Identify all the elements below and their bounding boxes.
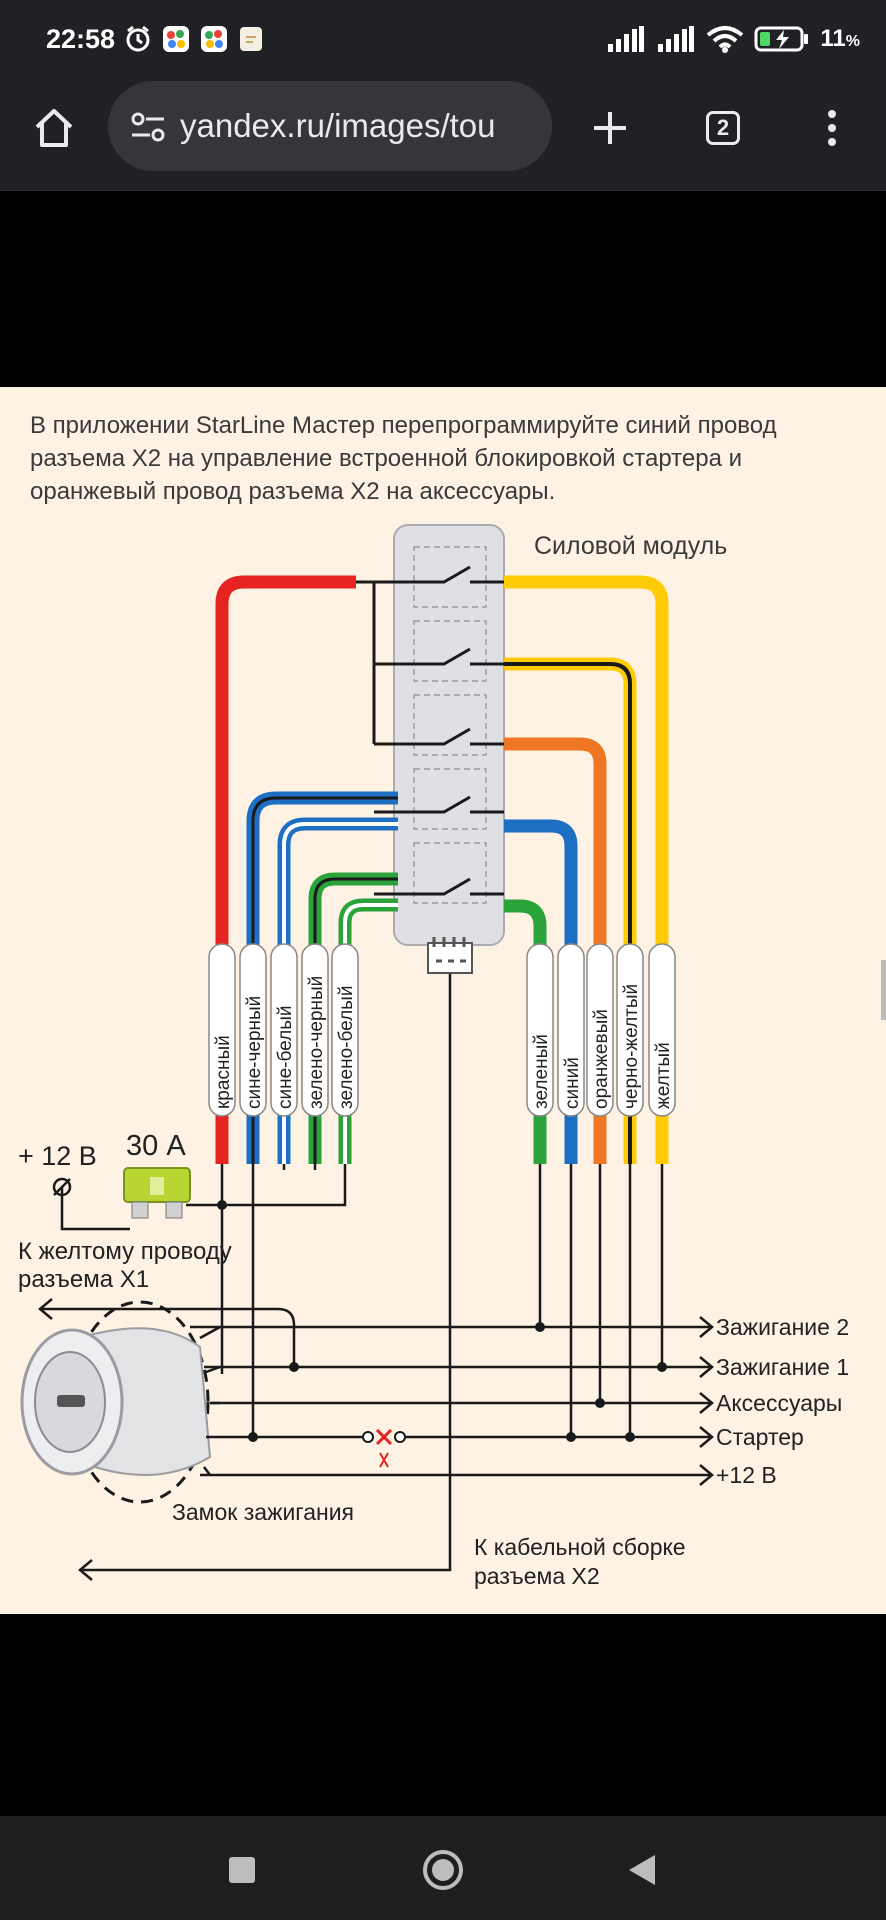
status-bar: 22:58 (0, 0, 886, 78)
green-wire (504, 899, 547, 1164)
app-icon (201, 26, 227, 52)
status-notification-icons (124, 22, 264, 56)
home-circle-icon (423, 1850, 463, 1890)
image-viewer-background-bottom (0, 1614, 886, 1816)
output-ignition-2: Зажигание 2 (716, 1314, 849, 1340)
yellow-wire (504, 575, 669, 1164)
tab-switcher-button[interactable]: 2 (695, 100, 751, 156)
fuse-label: 30 А (126, 1130, 186, 1162)
fuse-icon (123, 1167, 191, 1219)
home-icon (35, 109, 73, 147)
blue-wire (504, 819, 578, 1164)
power-module-box (393, 524, 505, 946)
new-tab-button[interactable] (582, 100, 638, 156)
output-12v: +12 В (716, 1462, 777, 1488)
back-button[interactable] (614, 1842, 670, 1898)
wire-labels: красный сине-черный сине-белый зелено-че… (213, 976, 674, 1109)
alarm-icon (126, 25, 150, 52)
output-arrows (38, 1298, 714, 1581)
junction-dots (217, 1200, 667, 1443)
signal-icon (658, 26, 695, 52)
tab-switcher-icon: 2 (706, 111, 740, 145)
wiring-diagram: В приложении StarLine Мастер перепрограм… (18, 412, 849, 1589)
home-nav-button[interactable] (415, 1842, 471, 1898)
caption-line-1: В приложении StarLine Мастер перепрограм… (30, 412, 777, 439)
module-relay-frames (413, 546, 487, 904)
wire-label-red: красный (213, 1035, 234, 1109)
output-accessories: Аксессуары (716, 1390, 842, 1416)
wire-label-yellow: желтый (653, 1042, 674, 1109)
module-connector (427, 937, 473, 974)
home-button[interactable] (26, 100, 82, 156)
back-triangle-icon (629, 1855, 655, 1885)
module-title: Силовой модуль (534, 532, 727, 560)
battery-charging-icon (754, 26, 809, 52)
app-icon (163, 26, 189, 52)
status-time: 22:58 (46, 24, 116, 54)
wire-label-black-yellow: черно-желтый (621, 984, 642, 1109)
url-text: yandex.ru/images/tou (180, 107, 496, 144)
file-icon (240, 27, 262, 51)
red-wire (215, 575, 356, 1164)
x1-label-line-2: разъема X1 (18, 1266, 149, 1293)
x2-label-line-1: К кабельной сборке (474, 1534, 686, 1560)
left-wire-tags (208, 943, 359, 1117)
output-labels: Зажигание 2 Зажигание 1 Аксессуары Старт… (716, 1314, 849, 1488)
wire-label-blue: синий (562, 1057, 583, 1109)
wire-label-green-white: зелено-белый (336, 986, 357, 1109)
image-viewer-background-top (0, 191, 886, 387)
wiring-diagram-image[interactable]: В приложении StarLine Мастер перепрограм… (0, 387, 886, 1614)
new-tab-plus-icon (594, 112, 626, 144)
right-wire-tags (526, 943, 676, 1117)
battery-percent: 11% (820, 25, 860, 52)
wire-label-green-black: зелено-черный (306, 976, 327, 1109)
wire-label-green: зеленый (531, 1034, 552, 1109)
recents-button[interactable] (214, 1842, 270, 1898)
more-menu-button[interactable] (804, 100, 860, 156)
more-vert-icon (828, 110, 836, 146)
recents-square-icon (229, 1857, 255, 1883)
wire-label-blue-white: сине-белый (275, 1006, 296, 1109)
right-wires (504, 575, 669, 1164)
cut-mark-icon (375, 1428, 393, 1468)
output-ignition-1: Зажигание 1 (716, 1354, 849, 1380)
orange-wire (504, 737, 607, 1164)
output-starter: Стартер (716, 1424, 804, 1450)
browser-toolbar: yandex.ru/images/tou 2 (0, 78, 886, 191)
address-bar[interactable]: yandex.ru/images/tou (108, 81, 552, 171)
tab-count: 2 (716, 115, 730, 140)
wire-label-blue-black: сине-черный (244, 996, 265, 1109)
caption-line-3: оранжевый провод разъема X2 на аксессуар… (30, 478, 555, 505)
signal-icon (608, 26, 645, 52)
status-system-icons: 11% (606, 22, 860, 56)
connection-lines (40, 974, 710, 1572)
x1-label-line-1: К желтому проводу (18, 1238, 232, 1265)
left-wires (215, 575, 398, 1164)
x2-label-line-2: разъема X2 (474, 1563, 600, 1589)
system-navigation-bar (0, 1816, 886, 1920)
wifi-icon (707, 26, 744, 53)
terminal-icon (52, 1177, 72, 1197)
ignition-lock-label: Замок зажигания (172, 1499, 354, 1525)
ignition-lock-illustration (20, 1300, 221, 1504)
voltage-label: + 12 В (18, 1141, 97, 1171)
caption-line-2: разъема X2 на управление встроенной блок… (30, 445, 742, 472)
wire-label-orange: оранжевый (591, 1009, 612, 1109)
site-settings-icon[interactable] (130, 111, 166, 143)
scrollbar-thumb[interactable] (881, 960, 886, 1020)
